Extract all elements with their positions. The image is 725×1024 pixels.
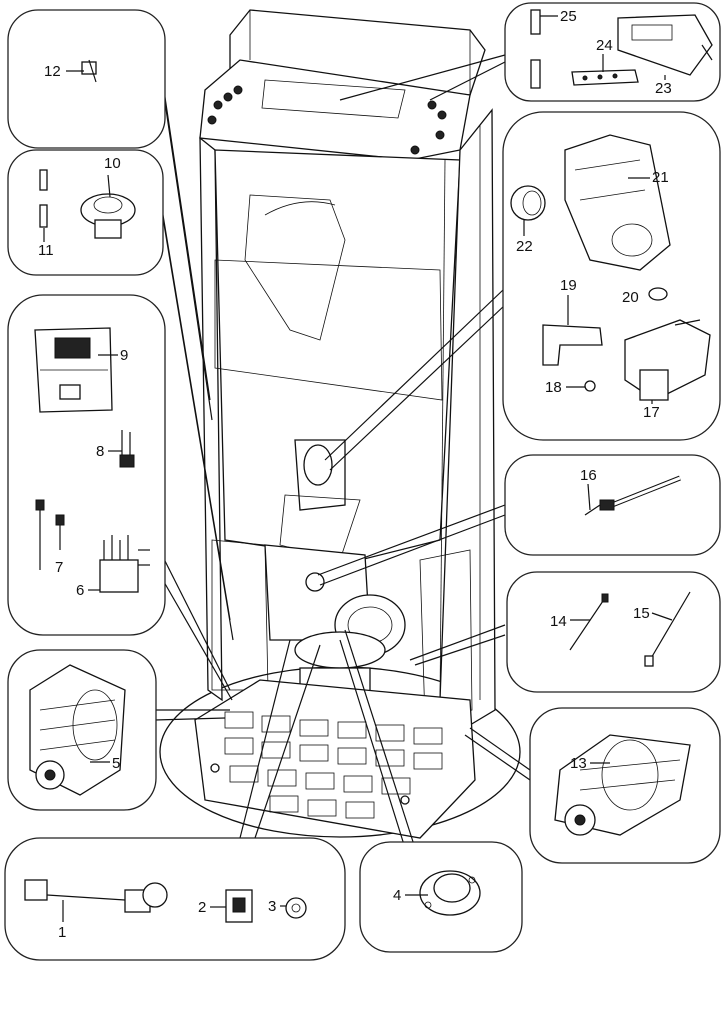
label-4: 4 <box>393 887 401 904</box>
label-14: 14 <box>550 613 567 630</box>
part-24-icon <box>571 69 639 86</box>
part-1-icon <box>24 879 168 913</box>
part-21-icon <box>564 134 671 271</box>
part-13-icon <box>554 734 691 836</box>
part-16-icon <box>584 475 681 516</box>
cabinet-right-panel <box>439 108 496 726</box>
label-22: 22 <box>516 238 533 255</box>
part-14-icon <box>569 593 609 651</box>
label-24: 24 <box>596 37 613 54</box>
label-18: 18 <box>545 379 562 396</box>
label-21: 21 <box>652 169 669 186</box>
part-10-icon <box>80 174 136 239</box>
label-25: 25 <box>560 8 577 25</box>
label-3: 3 <box>268 898 276 915</box>
label-13: 13 <box>570 755 587 772</box>
stove-body <box>159 9 521 839</box>
label-9: 9 <box>120 347 128 364</box>
part-2-icon <box>225 889 253 923</box>
cabinet-front <box>214 149 461 561</box>
cabinet-left-panel <box>199 136 223 702</box>
part-22-icon <box>510 185 546 221</box>
detail-box-5: 5 <box>7 649 157 811</box>
label-16: 16 <box>580 467 597 484</box>
label-17: 17 <box>643 404 660 421</box>
part-6-icon <box>99 535 150 593</box>
label-2: 2 <box>198 899 206 916</box>
part-4-icon <box>419 870 481 916</box>
label-6: 6 <box>76 582 84 599</box>
label-20: 20 <box>622 289 639 306</box>
part-25-icon <box>530 9 541 89</box>
part-18-icon <box>584 380 596 392</box>
detail-box-23-25: 25 24 23 <box>504 2 721 102</box>
detail-box-4: 4 <box>359 841 523 953</box>
label-11: 11 <box>38 242 54 259</box>
part-23-icon <box>617 14 713 76</box>
part-19-icon <box>542 324 603 366</box>
label-7: 7 <box>55 559 63 576</box>
part-12-icon <box>81 59 97 83</box>
label-1: 1 <box>58 924 66 941</box>
label-12: 12 <box>44 63 61 80</box>
part-5-icon <box>29 664 126 796</box>
part-20-icon <box>648 287 668 301</box>
label-15: 15 <box>633 605 650 622</box>
part-15-icon <box>644 591 691 667</box>
detail-box-17-22: 21 22 20 19 18 17 <box>502 111 721 441</box>
detail-box-1-3: 1 2 3 <box>4 837 346 961</box>
part-11-icon <box>39 169 48 228</box>
part-9-icon <box>34 327 113 413</box>
detail-box-14-15: 14 15 <box>506 571 721 693</box>
part-3-icon <box>285 897 307 919</box>
part-7-icon <box>35 499 65 570</box>
leader-lines <box>154 29 531 849</box>
floor-grid-cells <box>224 711 443 819</box>
detail-box-10-11: 10 11 <box>7 149 164 276</box>
label-8: 8 <box>96 443 104 460</box>
label-23: 23 <box>655 80 672 97</box>
detail-box-6-9: 9 8 7 6 <box>7 294 166 636</box>
control-buttons-right <box>410 100 447 155</box>
label-19: 19 <box>560 277 577 294</box>
control-buttons-left <box>207 85 243 125</box>
detail-box-12: 12 <box>7 9 166 149</box>
part-17-icon <box>624 319 711 401</box>
label-5: 5 <box>112 755 120 772</box>
detail-box-16: 16 <box>504 454 721 556</box>
detail-box-13: 13 <box>529 707 721 864</box>
label-10: 10 <box>104 155 121 172</box>
